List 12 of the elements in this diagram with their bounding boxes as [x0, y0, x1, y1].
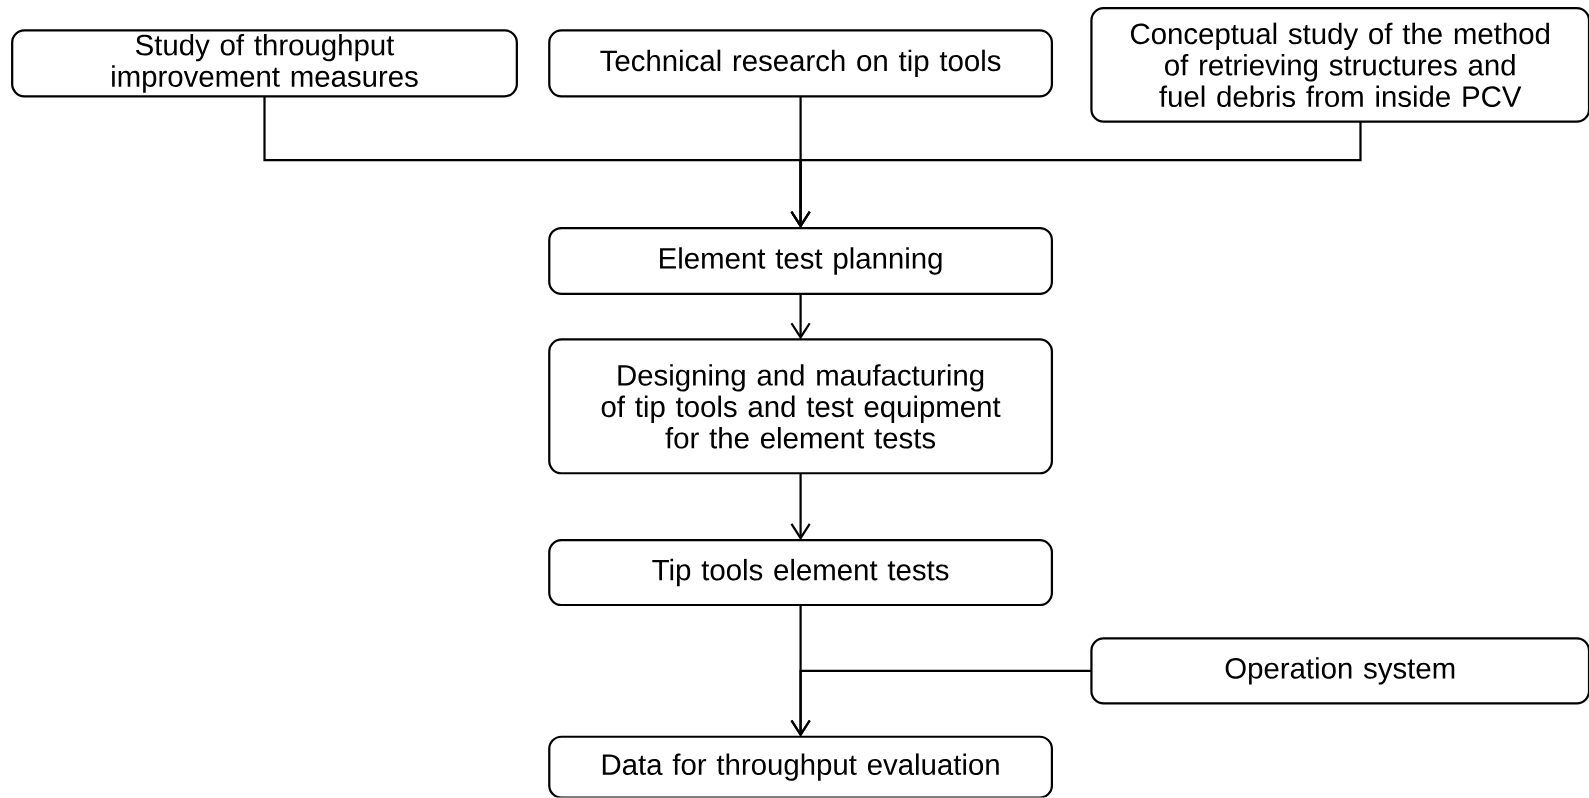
process-box: Tip tools element tests: [548, 539, 1054, 607]
arrow: [790, 670, 1092, 737]
process-box: Designing and maufacturing of tip tools and test equipment for the element tests: [548, 338, 1054, 475]
process-box: Element test planning: [548, 227, 1054, 296]
process-box: Conceptual study of the method of retrieving structures and fuel debris from inside PCV: [1090, 7, 1589, 123]
process-box: Operation system: [1090, 637, 1589, 705]
process-box: Technical research on tip tools: [548, 29, 1054, 98]
process-box: Data for throughput evaluation: [548, 735, 1054, 798]
process-box: Study of throughput improvement measures: [11, 29, 518, 98]
arrow: [790, 473, 811, 541]
arrow: [790, 294, 811, 340]
arrow: [790, 121, 1362, 229]
